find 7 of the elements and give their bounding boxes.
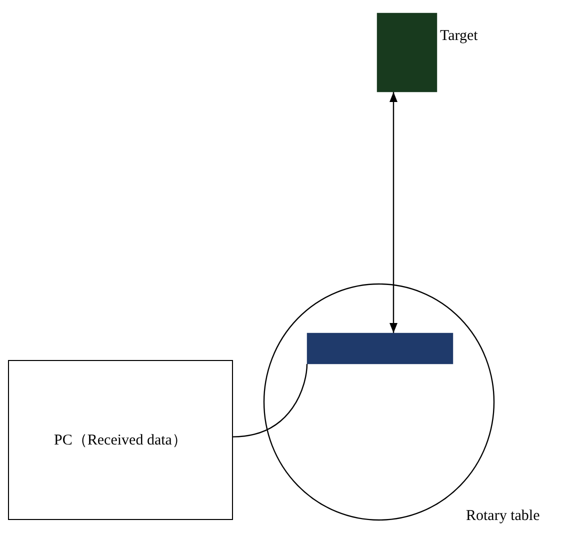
node-label: PC（Received data） [53,432,188,450]
caption-label: Target [440,28,478,45]
connector-line [232,364,308,438]
caption-label: Rotary table [466,508,540,525]
arrow [390,92,398,333]
sensor-bar [307,333,453,364]
pc-box [8,360,233,520]
